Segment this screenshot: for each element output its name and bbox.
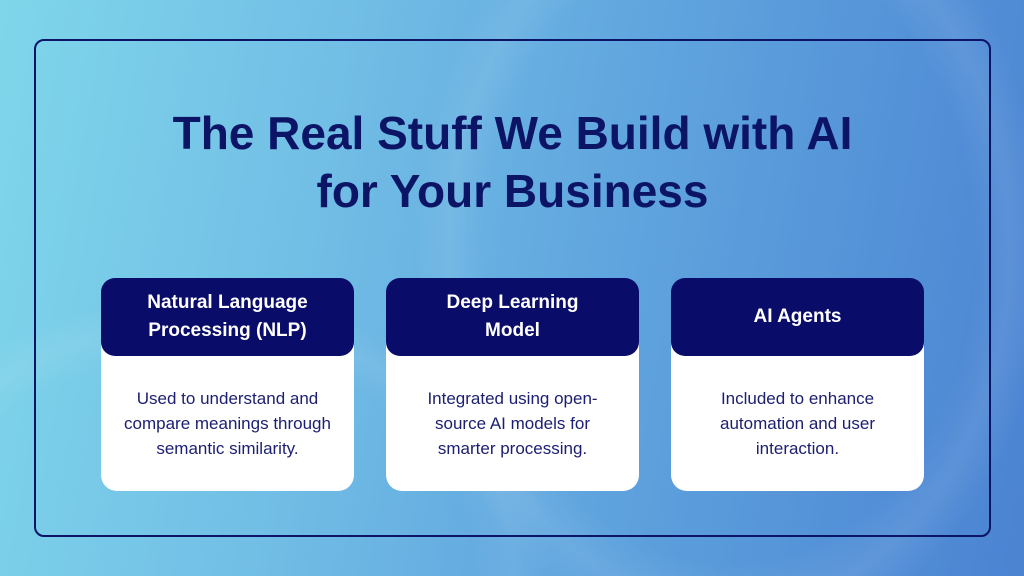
card-description: Included to enhance automation and user …: [720, 389, 875, 458]
card-heading-line: Natural Language: [147, 292, 308, 313]
card-description: Integrated using open-source AI models f…: [427, 389, 598, 458]
title-line-1: The Real Stuff We Build with AI: [172, 107, 853, 159]
card-heading-line: Deep Learning: [446, 292, 579, 313]
page-title: The Real Stuff We Build with AI for Your…: [34, 104, 991, 220]
card-description: Used to understand and compare meanings …: [124, 389, 331, 458]
card-heading-line: AI Agents: [753, 306, 842, 327]
title-line-2: for Your Business: [316, 165, 709, 217]
card-heading-line: Model: [485, 320, 540, 341]
card-heading-line: Processing (NLP): [148, 320, 307, 341]
card-ai-agents: AI Agents Included to enhance automation…: [671, 278, 924, 491]
content-frame: [34, 39, 991, 537]
card-heading: AI Agents: [671, 278, 924, 356]
